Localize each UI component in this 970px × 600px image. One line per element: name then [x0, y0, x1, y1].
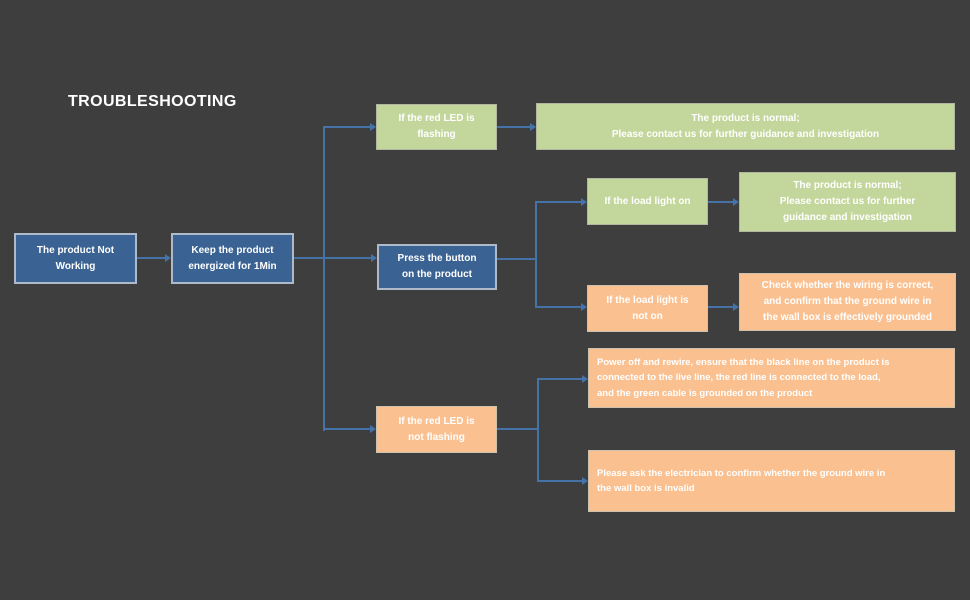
connector-line [137, 257, 165, 259]
connector-line [324, 126, 370, 128]
connector-line [535, 306, 581, 308]
connector-arrowhead [370, 425, 376, 433]
connector-arrowhead [370, 123, 376, 131]
flow-node-check-wiring: Check whether the wiring is correct, and… [739, 273, 956, 331]
page-title: TROUBLESHOOTING [68, 93, 237, 110]
connector-line [538, 378, 582, 380]
flow-node-press-button: Press the button on the product [377, 244, 497, 290]
connector-arrowhead [530, 123, 536, 131]
flow-node-load-light-not-on: If the load light is not on [587, 285, 708, 332]
flow-node-red-led-flashing: If the red LED is flashing [376, 104, 497, 150]
connector-line [294, 257, 325, 259]
flow-node-load-light-on: If the load light on [587, 178, 708, 225]
connector-line [538, 480, 582, 482]
connector-line [324, 257, 371, 259]
flow-node-power-off-rewire: Power off and rewire, ensure that the bl… [588, 348, 955, 408]
flow-node-ask-electrician: Please ask the electrician to confirm wh… [588, 450, 955, 512]
connector-arrowhead [733, 198, 739, 206]
connector-trunk [323, 126, 325, 431]
connector-arrowhead [581, 303, 587, 311]
connector-trunk [537, 378, 539, 482]
connector-line [324, 428, 370, 430]
connector-line [708, 306, 733, 308]
connector-arrowhead [733, 303, 739, 311]
connector-line [497, 428, 538, 430]
connector-line [535, 201, 581, 203]
connector-trunk [535, 201, 537, 308]
connector-line [497, 126, 530, 128]
connector-line [497, 258, 537, 260]
flow-node-red-led-not-flashing: If the red LED is not flashing [376, 406, 497, 453]
connector-line [708, 201, 733, 203]
connector-arrowhead [581, 198, 587, 206]
connector-arrowhead [165, 254, 171, 262]
flow-node-product-normal-top: The product is normal; Please contact us… [536, 103, 955, 150]
connector-arrowhead [371, 254, 377, 262]
flow-node-product-normal-mid: The product is normal; Please contact us… [739, 172, 956, 232]
flow-node-keep-energized: Keep the product energized for 1Min [171, 233, 294, 284]
connector-arrowhead [582, 477, 588, 485]
connector-arrowhead [582, 375, 588, 383]
flow-node-product-not-working: The product Not Working [14, 233, 137, 284]
